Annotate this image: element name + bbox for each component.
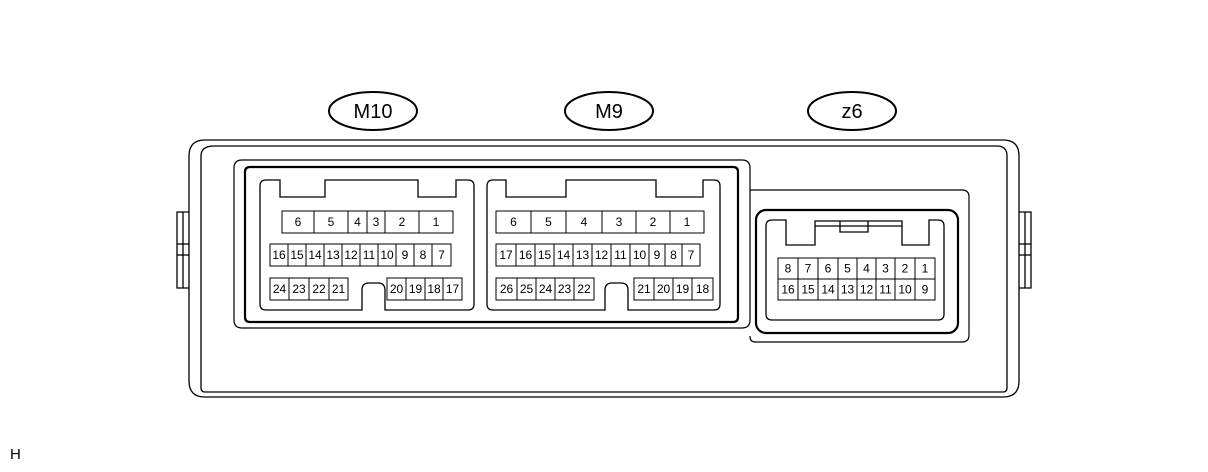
pin-number: 19 [409, 282, 423, 296]
pin-number: 5 [545, 215, 552, 229]
pin-number: 12 [595, 248, 609, 262]
pin-number: 16 [781, 283, 795, 297]
pin-number: 8 [420, 248, 427, 262]
m10-m9-frame [233, 159, 751, 329]
pin-number: 17 [446, 282, 460, 296]
pin-number: 5 [844, 262, 851, 276]
pin-number: 15 [290, 248, 304, 262]
pin-number: 18 [427, 282, 441, 296]
pin-number: 11 [879, 283, 892, 297]
pin-number: 23 [292, 282, 306, 296]
pin-number: 3 [373, 215, 380, 229]
pin-number: 17 [499, 248, 513, 262]
pin-number: 24 [539, 282, 553, 296]
pin-number: 9 [922, 283, 929, 297]
pin-number: 24 [273, 282, 287, 296]
pin-number: 11 [614, 248, 627, 262]
corner-code: H [10, 446, 21, 463]
pin-number: 6 [510, 215, 517, 229]
pin-number: 8 [670, 248, 677, 262]
pin-cell [669, 210, 705, 234]
pin-number: 16 [272, 248, 286, 262]
pin-number: 15 [801, 283, 815, 297]
pin-cell [681, 243, 701, 267]
pin-cell [328, 277, 349, 301]
housing [176, 139, 1032, 398]
pin-number: 2 [650, 215, 657, 229]
pin-number: 4 [581, 215, 588, 229]
pin-number: 9 [402, 248, 409, 262]
pin-number: 12 [860, 283, 874, 297]
pin-cell [573, 277, 595, 301]
pin-number: 13 [841, 283, 855, 297]
pin-cell [418, 210, 454, 234]
pin-number: 3 [616, 215, 623, 229]
label-z6-text: z6 [841, 101, 862, 123]
pin-number: 4 [863, 262, 870, 276]
pin-number: 5 [328, 215, 335, 229]
pin-number: 2 [399, 215, 406, 229]
pin-number: 10 [898, 283, 912, 297]
pin-number: 12 [344, 248, 358, 262]
pin-number: 14 [557, 248, 571, 262]
pin-number: 4 [354, 215, 361, 229]
pin-number: 18 [696, 282, 710, 296]
label-m9-text: M9 [595, 101, 623, 123]
pin-number: 2 [902, 262, 909, 276]
pin-number: 13 [326, 248, 340, 262]
pin-number: 7 [688, 248, 695, 262]
pin-number: 7 [805, 262, 812, 276]
pin-number: 23 [558, 282, 572, 296]
pin-number: 22 [577, 282, 591, 296]
pin-number: 25 [520, 282, 534, 296]
pin-number: 10 [633, 248, 647, 262]
pin-number: 1 [684, 215, 691, 229]
pin-number: 7 [438, 248, 445, 262]
pin-number: 19 [676, 282, 690, 296]
pin-number: 13 [576, 248, 590, 262]
pin-number: 21 [332, 282, 346, 296]
connector-z6 [749, 189, 970, 343]
pin-number: 6 [295, 215, 302, 229]
pin-number: 22 [312, 282, 326, 296]
pin-number: 14 [308, 248, 322, 262]
pin-number: 6 [825, 262, 832, 276]
pin-number: 1 [922, 262, 929, 276]
pin-cell [431, 243, 452, 267]
connector-m10 [259, 179, 475, 311]
pin-number: 9 [654, 248, 661, 262]
pin-number: 11 [363, 248, 376, 262]
pin-number: 8 [785, 262, 792, 276]
pin-number: 26 [500, 282, 514, 296]
pin-cell [442, 277, 463, 301]
pin-number: 14 [821, 283, 835, 297]
pin-number: 1 [433, 215, 440, 229]
label-m10-text: M10 [354, 101, 393, 123]
pin-cell [691, 277, 714, 301]
pin-number: 16 [519, 248, 533, 262]
pin-number: 20 [390, 282, 404, 296]
label-z6: z6 [807, 91, 897, 131]
pin-number: 15 [538, 248, 552, 262]
pin-number: 20 [657, 282, 671, 296]
label-m10: M10 [328, 91, 418, 131]
label-m9: M9 [564, 91, 654, 131]
pin-number: 10 [380, 248, 394, 262]
pin-number: 3 [882, 262, 889, 276]
pin-number: 21 [637, 282, 651, 296]
connector-m9 [486, 179, 721, 311]
pin-cell [914, 278, 936, 301]
